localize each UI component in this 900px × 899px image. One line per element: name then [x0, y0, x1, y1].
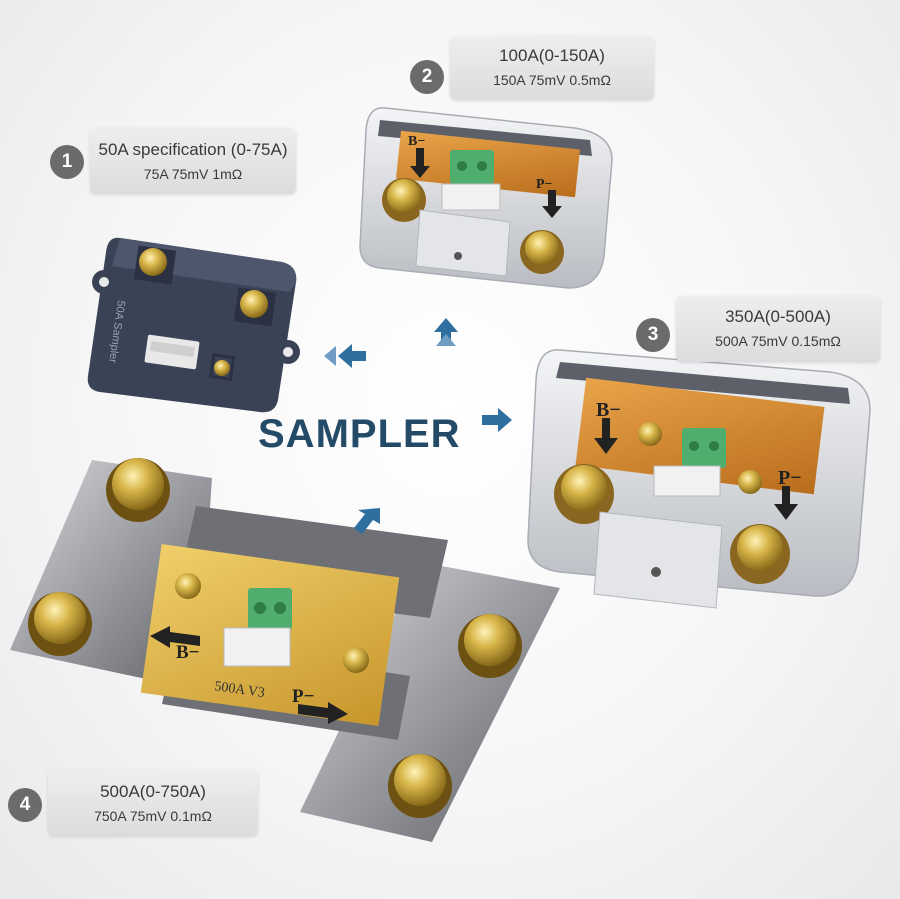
device-100a-b-minus: B−	[408, 134, 425, 149]
spec-1-card: 50A specification (0-75A) 75A 75mV 1mΩ	[90, 128, 296, 194]
device-500a-model: 500A V3	[213, 679, 265, 701]
spec-1-subtitle: 75A 75mV 1mΩ	[143, 166, 243, 182]
spec-4-title: 500A(0-750A)	[100, 782, 206, 801]
spec-2-title: 100A(0-150A)	[499, 46, 605, 65]
device-350a-b-minus: B−	[596, 399, 621, 421]
arrow-down-left-icon	[354, 508, 380, 534]
spec-4-badge: 4	[8, 788, 42, 822]
spec-3-title: 350A(0-500A)	[725, 307, 831, 326]
device-100a-p-minus: P−	[536, 177, 553, 192]
device-500a-p-minus: P−	[292, 686, 314, 707]
spec-2-subtitle: 150A 75mV 0.5mΩ	[493, 72, 611, 88]
arrow-up-trail-icon	[436, 334, 456, 346]
direction-arrows	[324, 318, 512, 534]
device-50a: 50A Sampler	[87, 237, 300, 413]
device-500a-b-minus: B−	[176, 642, 200, 663]
device-350a: B− P−	[527, 349, 871, 609]
spec-4-card: 500A(0-750A) 750A 75mV 0.1mΩ	[48, 770, 258, 836]
arrow-left-icon	[338, 344, 366, 368]
spec-1-title: 50A specification (0-75A)	[98, 140, 288, 159]
spec-2-card: 100A(0-150A) 150A 75mV 0.5mΩ	[450, 36, 654, 100]
spec-1-badge: 1	[50, 145, 84, 179]
device-100a: B− P−	[359, 107, 613, 289]
arrow-right-icon	[482, 408, 512, 432]
spec-3-subtitle: 500A 75mV 0.15mΩ	[715, 333, 841, 349]
spec-2-badge: 2	[410, 60, 444, 94]
spec-3-badge: 3	[636, 318, 670, 352]
spec-3-card: 350A(0-500A) 500A 75mV 0.15mΩ	[676, 296, 880, 362]
spec-4-subtitle: 750A 75mV 0.1mΩ	[94, 808, 212, 824]
page-title: SAMPLER	[258, 412, 461, 456]
arrow-left-trail-icon	[324, 346, 336, 366]
arrow-up-icon	[434, 318, 458, 346]
device-350a-p-minus: P−	[778, 467, 802, 489]
device-500a: B− P− 500A V3	[10, 458, 560, 842]
